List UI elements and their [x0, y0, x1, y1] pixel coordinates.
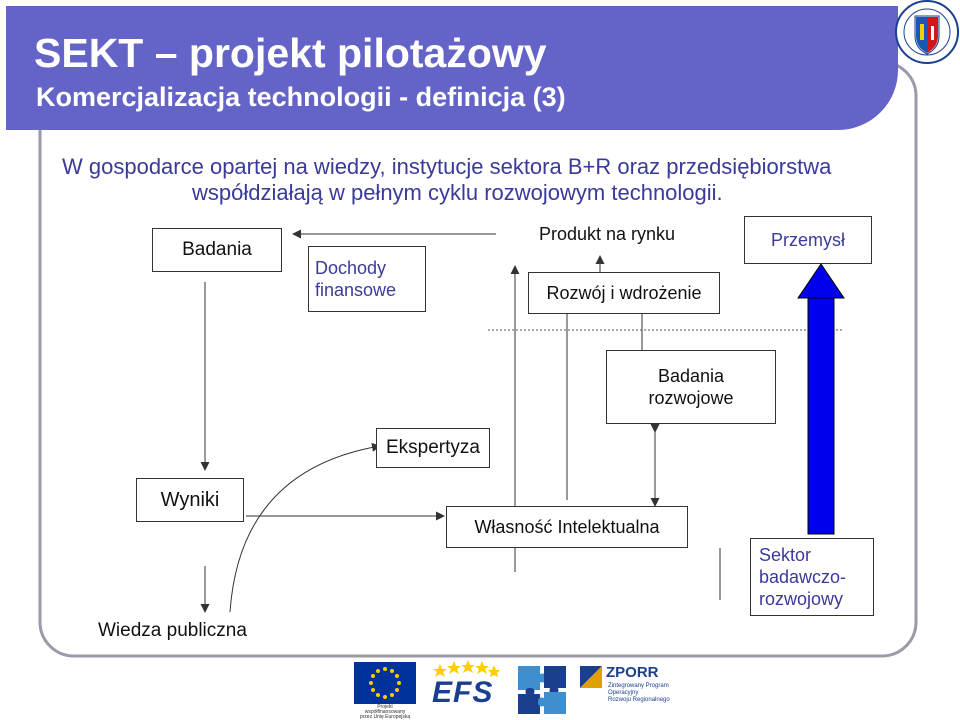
box-przemysl-label: Przemysł [770, 230, 845, 250]
box-badania: Badania [152, 228, 282, 272]
box-wlasnosc-label: Własność Intelektualna [474, 517, 660, 537]
eu-flag-logo [354, 662, 416, 704]
zporr-line1: Zintegrowany Program [608, 683, 669, 689]
box-sektor-line3: rozwojowy [759, 589, 844, 609]
eu-caption-line2: współfinansowany [364, 709, 406, 715]
box-wyniki: Wyniki [136, 478, 244, 522]
box-wlasnosc: Własność Intelektualna [446, 506, 688, 548]
intro-line-2: współdziałają w pełnym cyklu rozwojowym … [192, 180, 723, 205]
box-dochody: Dochody finansowe [308, 246, 426, 312]
box-rozwoj-label: Rozwój i wdrożenie [546, 283, 702, 303]
zporr-emblem-icon [580, 666, 602, 688]
curve-to-ekspertyza [229, 442, 381, 613]
box-badania-label: Badania [182, 239, 252, 260]
intro-text: W gospodarce opartej na wiedzy, instytuc… [62, 154, 922, 206]
efs-logo: EFS [432, 676, 494, 709]
puzzle-logo [518, 666, 566, 714]
box-ekspertyza-label: Ekspertyza [386, 437, 480, 458]
box-dochody-line1: Dochody [315, 258, 387, 278]
box-przemysl: Przemysł [744, 216, 872, 264]
box-rozwoj: Rozwój i wdrożenie [528, 272, 720, 314]
efs-stars-icon [433, 660, 500, 677]
box-badania-rozwojowe-line2: rozwojowe [648, 388, 734, 408]
header-banner [6, 6, 898, 130]
box-sektor: Sektor badawczo- rozwojowy [750, 538, 874, 616]
eu-caption: Projekt współfinansowany przez Unię Euro… [350, 705, 420, 720]
page-title: SEKT – projekt pilotażowy [34, 30, 547, 76]
zporr-title: ZPORR [606, 664, 659, 681]
box-dochody-line2: finansowe [315, 280, 397, 300]
industry-arrow-head [797, 263, 845, 299]
intro-line-1: W gospodarce opartej na wiedzy, instytuc… [62, 154, 832, 179]
gliwice-crest-logo [895, 0, 959, 64]
label-produkt: Produkt na rynku [539, 224, 676, 244]
box-wyniki-label: Wyniki [160, 489, 220, 511]
industry-arrow-shaft [807, 297, 835, 535]
zporr-caption: Zintegrowany Program Operacyjny Rozwoju … [608, 683, 670, 704]
box-sektor-line1: Sektor [759, 545, 812, 565]
zporr-line3: Rozwoju Regionalnego [608, 697, 670, 703]
box-ekspertyza: Ekspertyza [376, 428, 490, 468]
box-badania-rozwojowe: Badania rozwojowe [606, 350, 776, 424]
page-subtitle: Komercjalizacja technologii - definicja … [36, 82, 566, 112]
box-sektor-line2: badawczo- [759, 567, 847, 587]
box-badania-rozwojowe-line1: Badania [657, 366, 725, 386]
zporr-line2: Operacyjny [608, 690, 639, 696]
eu-caption-line3: przez Unię Europejską [359, 714, 411, 720]
label-wiedza-publiczna: Wiedza publiczna [98, 620, 247, 641]
eu-caption-line1: Projekt [377, 704, 393, 710]
